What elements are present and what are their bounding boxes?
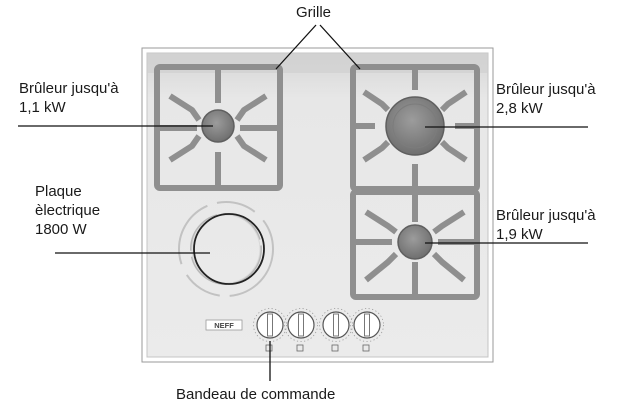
label-plate: Plaque èlectrique 1800 W <box>35 182 100 239</box>
burner-cap-large <box>385 96 445 156</box>
leader-lines <box>18 24 588 381</box>
label-grille: Grille <box>296 3 331 22</box>
label-burner-small-line2: 1,1 kW <box>19 99 66 116</box>
label-burner-medium: Brûleur jusqu'à 1,9 kW <box>496 206 596 244</box>
label-burner-medium-line2: 1,9 kW <box>496 226 543 243</box>
leader-grille-right <box>319 24 361 70</box>
label-control-panel-text: Bandeau de commande <box>176 386 336 403</box>
electric-plate-outer-ring <box>178 201 274 297</box>
electric-plate-inner-ring <box>193 213 265 285</box>
label-burner-large-line2: 2,8 kW <box>496 100 543 117</box>
burner-cap-large-ring <box>392 103 438 149</box>
control-knob-2[interactable] <box>284 308 318 352</box>
label-control-panel: Bandeau de commande <box>176 385 335 404</box>
burner-cap-medium <box>397 224 433 260</box>
label-plate-line1: Plaque <box>35 183 82 200</box>
grate-bottom-right <box>350 189 480 300</box>
label-grille-text: Grille <box>296 4 332 21</box>
grate-top-left <box>154 64 283 191</box>
control-knob-3[interactable] <box>319 308 353 352</box>
label-burner-large: Brûleur jusqu'à 2,8 kW <box>496 80 596 118</box>
label-plate-line3: 1800 W <box>35 221 87 238</box>
brand-logo <box>205 319 243 331</box>
hob-body <box>141 47 494 363</box>
control-knob-4[interactable] <box>350 308 384 352</box>
brand-text: NEFF <box>214 321 234 330</box>
label-plate-line2: èlectrique <box>35 202 101 219</box>
leader-grille-left <box>275 24 317 70</box>
label-burner-large-line1: Brûleur jusqu'à <box>496 81 596 98</box>
label-burner-small-line1: Brûleur jusqu'à <box>19 80 119 97</box>
label-burner-small: Brûleur jusqu'à 1,1 kW <box>19 79 119 117</box>
label-burner-medium-line1: Brûleur jusqu'à <box>496 207 596 224</box>
